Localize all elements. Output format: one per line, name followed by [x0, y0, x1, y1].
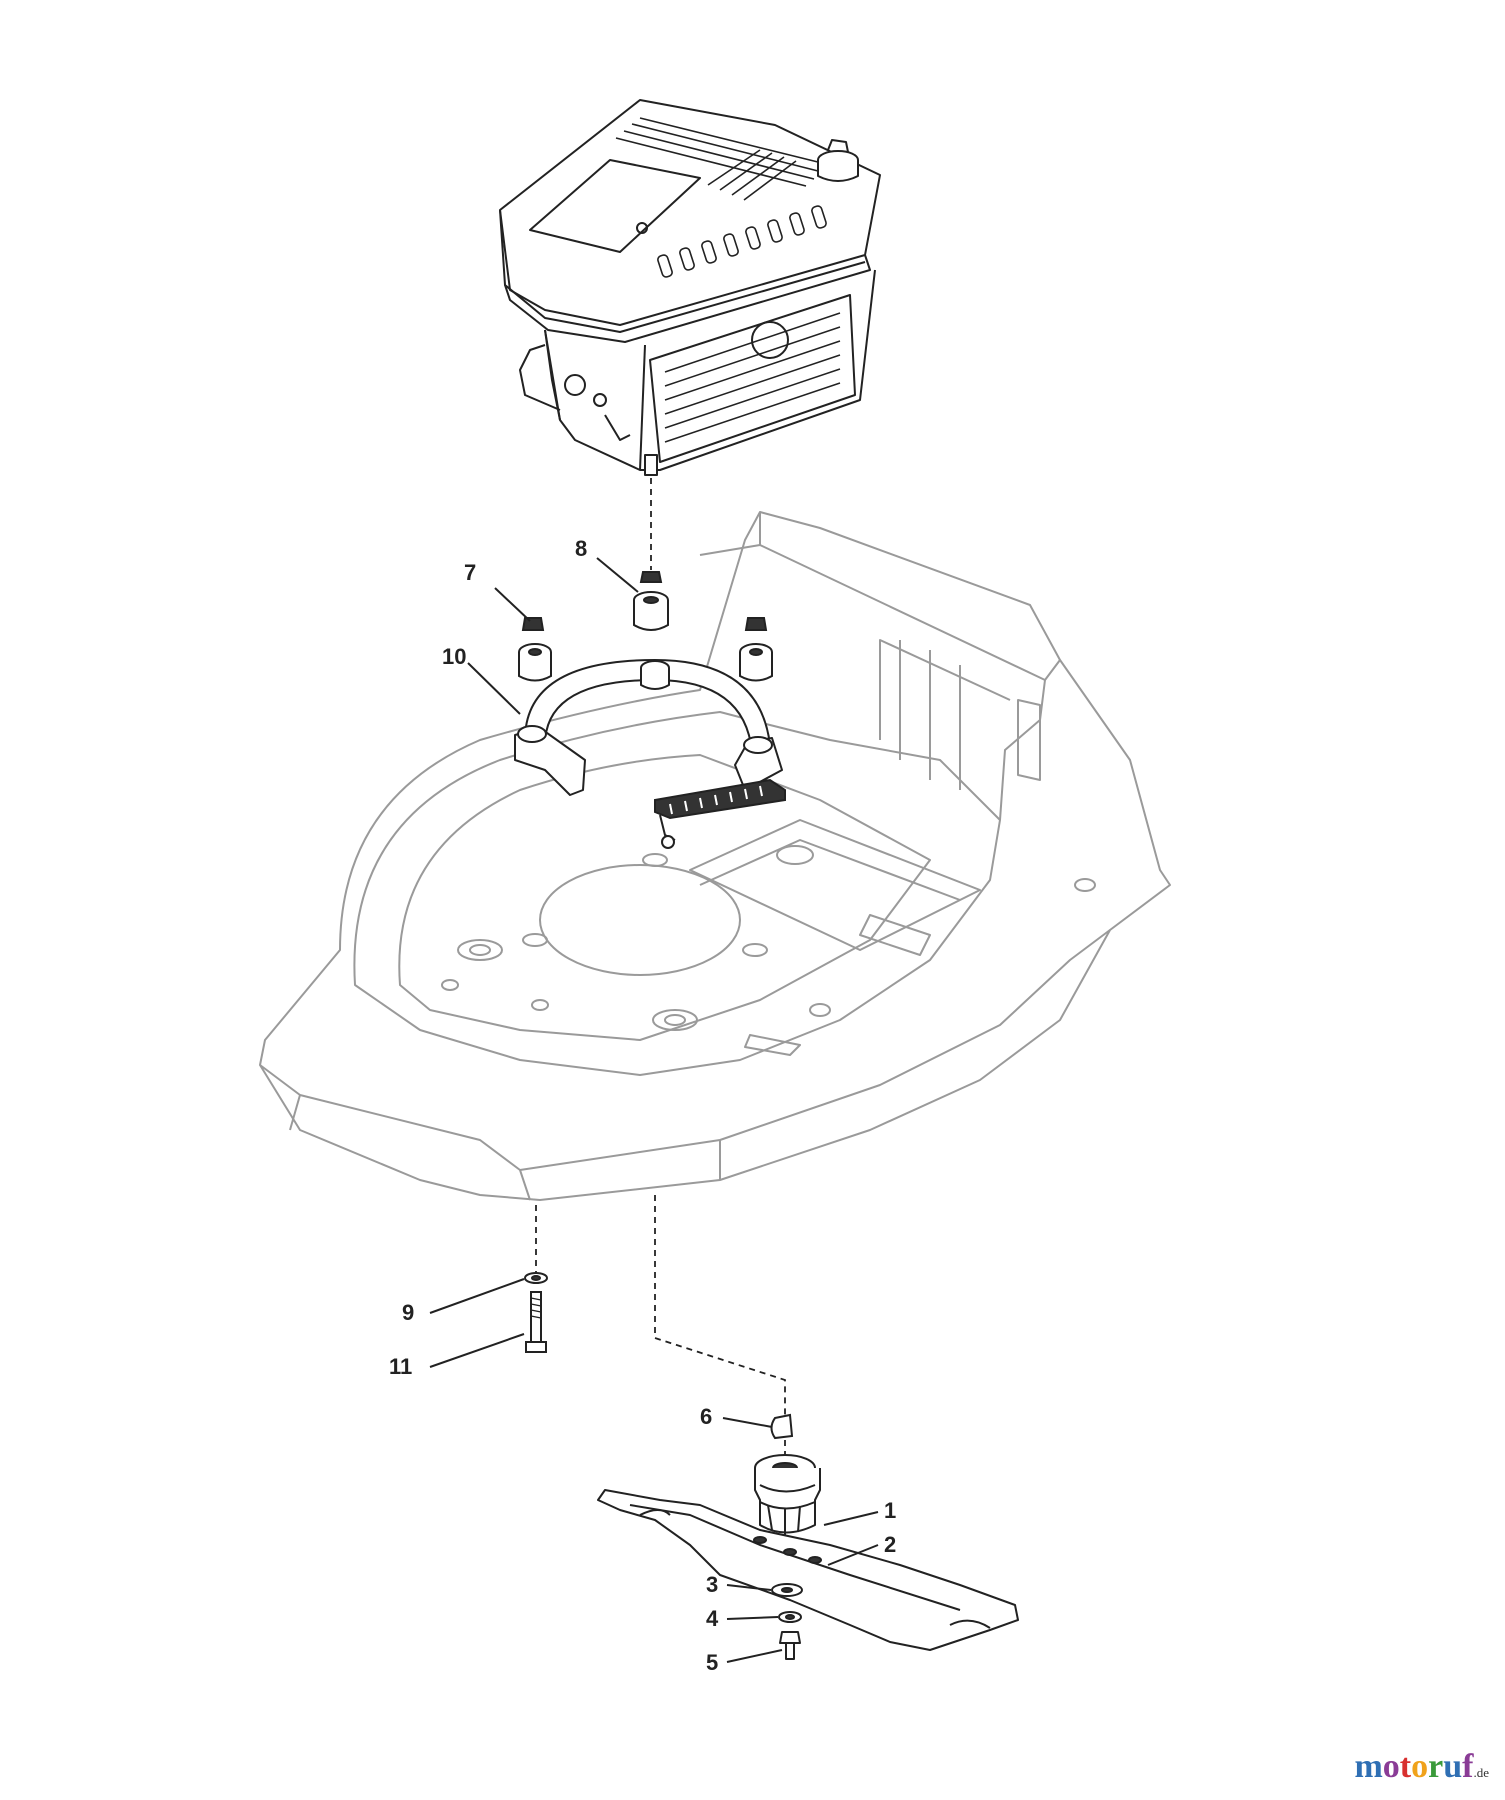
nut-right: [744, 617, 768, 631]
watermark-letter: f: [1462, 1748, 1474, 1785]
spacer-item-8: [633, 591, 669, 631]
watermark-letter: r: [1428, 1748, 1444, 1785]
key-item-6: [770, 1413, 794, 1440]
callout-9: 9: [402, 1300, 414, 1325]
callout-3: 3: [706, 1572, 718, 1597]
callout-1: 1: [884, 1498, 896, 1523]
motoruf-watermark-logo: motoruf.de: [1354, 1748, 1489, 1786]
watermark-letter: o: [1411, 1748, 1429, 1785]
blade-adapter-item-1: [754, 1454, 821, 1535]
watermark-suffix: .de: [1473, 1765, 1489, 1780]
blade-item-2: [597, 1489, 1019, 1651]
spacers-and-nuts: [518, 571, 773, 682]
callout-11: 11: [389, 1354, 412, 1379]
callout-6: 6: [700, 1404, 712, 1429]
callout-10: 10: [442, 644, 466, 669]
nut-item-7: [521, 617, 545, 631]
engine-mount-ring: [514, 659, 783, 796]
washer-item-3: [771, 1583, 803, 1597]
watermark-letter: t: [1399, 1748, 1412, 1785]
lock-washer-item-4: [778, 1611, 802, 1623]
assembly-lines: [535, 1195, 786, 1480]
callout-numbers: 1 2 3 4 5 6 7 8 9 10 11: [389, 536, 896, 1675]
blade-assembly: [597, 1454, 1019, 1660]
callout-7: 7: [464, 560, 476, 585]
spacer-right: [739, 643, 773, 682]
nut-item-8: [639, 571, 663, 583]
watermark-letter: u: [1443, 1748, 1463, 1785]
callout-4: 4: [706, 1606, 719, 1631]
callout-2: 2: [884, 1532, 896, 1557]
watermark-letter: m: [1354, 1748, 1383, 1785]
engine-assembly: [499, 99, 881, 476]
watermark-letter: o: [1382, 1748, 1400, 1785]
bolt-item-5: [779, 1631, 801, 1660]
callout-8: 8: [575, 536, 587, 561]
leader-lines: [429, 557, 879, 1663]
callout-5: 5: [706, 1650, 718, 1675]
spacer-item-7: [518, 643, 552, 682]
mower-deck: [259, 511, 1171, 1201]
bolt-assembly-item-9-11: [524, 1272, 548, 1353]
lever-part: [654, 778, 786, 849]
